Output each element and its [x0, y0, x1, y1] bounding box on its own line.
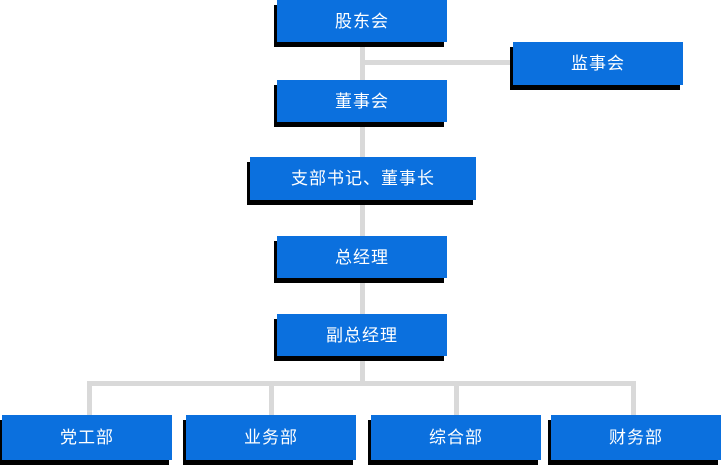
node-business-department[interactable]: 业务部: [183, 415, 356, 465]
node-chairman[interactable]: 支部书记、董事长: [247, 157, 476, 205]
connector-board-to-chairman: [360, 118, 365, 163]
node-body: 业务部: [186, 415, 356, 460]
connector-bus-to-general-dept: [454, 381, 459, 418]
node-label-business-department: 业务部: [244, 428, 298, 447]
connector-bus-to-party-dept: [87, 381, 92, 418]
node-deputy-general-manager[interactable]: 副总经理: [274, 314, 447, 361]
node-general-manager[interactable]: 总经理: [274, 236, 447, 283]
node-supervisors[interactable]: 监事会: [510, 42, 683, 90]
node-body: 支部书记、董事长: [250, 157, 476, 200]
connector-bus-to-finance-dept: [631, 381, 636, 418]
node-label-general-affairs-department: 综合部: [429, 428, 483, 447]
connector-bus-to-business-dept: [269, 381, 274, 418]
connector-shareholders-to-supervisors-horizontal: [360, 60, 516, 65]
node-shareholders[interactable]: 股东会: [274, 0, 447, 47]
node-body: 股东会: [277, 0, 447, 42]
node-label-finance-department: 财务部: [609, 428, 663, 447]
node-label-board-of-directors: 董事会: [335, 91, 389, 111]
node-label-supervisors: 监事会: [571, 54, 625, 73]
connector-deputy-gm-stem: [360, 352, 365, 385]
node-body: 财务部: [551, 415, 721, 460]
node-label-party-work-department: 党工部: [60, 428, 114, 447]
connector-gm-to-deputy-gm: [360, 274, 365, 319]
node-label-general-manager: 总经理: [335, 247, 389, 267]
node-finance-department[interactable]: 财务部: [548, 415, 721, 465]
node-label-chairman: 支部书记、董事长: [291, 169, 435, 188]
node-body: 党工部: [2, 415, 172, 460]
node-body: 综合部: [371, 415, 541, 460]
node-body: 董事会: [277, 80, 447, 122]
node-general-affairs-department[interactable]: 综合部: [368, 415, 541, 465]
node-label-deputy-general-manager: 副总经理: [326, 325, 398, 345]
node-party-work-department[interactable]: 党工部: [0, 415, 172, 465]
connector-department-bus: [87, 381, 636, 386]
node-label-shareholders: 股东会: [335, 11, 389, 31]
node-body: 副总经理: [277, 314, 447, 356]
node-board-of-directors[interactable]: 董事会: [274, 80, 447, 127]
node-body: 总经理: [277, 236, 447, 278]
node-body: 监事会: [513, 42, 683, 85]
connector-chairman-to-gm: [360, 196, 365, 241]
